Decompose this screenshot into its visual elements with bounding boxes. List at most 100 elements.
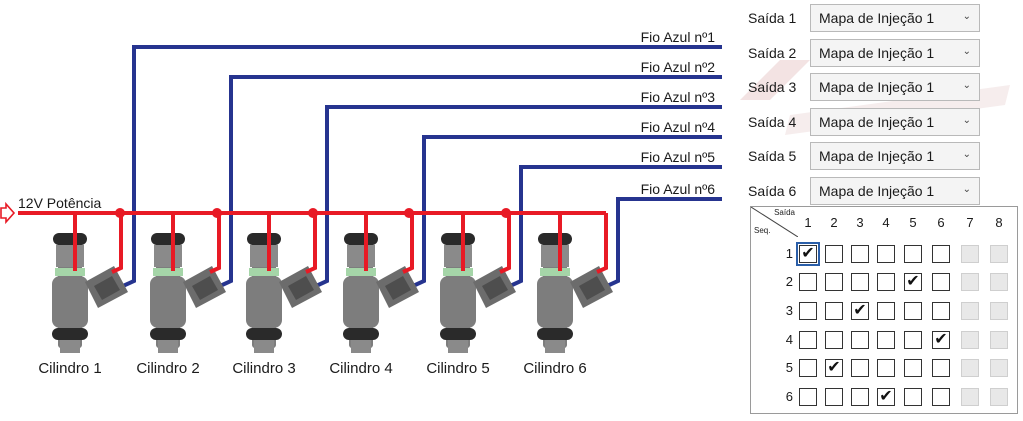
sequence-checkbox[interactable] <box>851 331 869 349</box>
grid-col-header: 1 <box>804 215 812 230</box>
injector-1 <box>52 233 128 353</box>
sequence-checkbox[interactable] <box>799 273 817 291</box>
output-label: Saída 1 <box>748 10 797 26</box>
chevron-down-icon: ⌄ <box>962 184 971 195</box>
sequence-checkbox[interactable] <box>825 245 843 263</box>
sequence-checkbox[interactable] <box>904 359 922 377</box>
sequence-checkbox[interactable] <box>904 245 922 263</box>
output-map-select[interactable]: Mapa de Injeção 1⌄ <box>810 142 980 171</box>
sequence-checkbox[interactable] <box>932 245 950 263</box>
injector-5 <box>440 233 516 353</box>
power-arrow-icon <box>0 201 16 225</box>
sequence-checkbox[interactable]: ✔ <box>825 359 843 377</box>
injector-3 <box>246 233 322 353</box>
sequence-checkbox[interactable]: ✔ <box>851 302 869 320</box>
red-connector-1 <box>111 213 123 274</box>
grid-row-header: 6 <box>785 389 793 404</box>
cylinder-label-4: Cilindro 4 <box>329 360 392 377</box>
sequence-checkbox[interactable] <box>851 359 869 377</box>
blue-wire-1 <box>122 45 722 288</box>
red-connector-5 <box>499 213 511 274</box>
grid-row-header: 4 <box>785 332 793 347</box>
cylinder-label-5: Cilindro 5 <box>426 360 489 377</box>
sequence-checkbox[interactable] <box>851 388 869 406</box>
wire-label-2: Fio Azul nº2 <box>641 59 716 75</box>
sequence-checkbox[interactable] <box>799 302 817 320</box>
sequence-checkbox[interactable] <box>877 302 895 320</box>
sequence-checkbox[interactable] <box>851 273 869 291</box>
junction-dot-5 <box>501 208 511 218</box>
output-map-select[interactable]: Mapa de Injeção 1 ⌄ <box>810 4 980 32</box>
grid-col-header: 5 <box>909 215 917 230</box>
sequence-checkbox <box>961 273 979 291</box>
sequence-checkbox <box>990 273 1008 291</box>
sequence-checkbox[interactable] <box>877 273 895 291</box>
grid-col-header: 8 <box>995 215 1003 230</box>
output-row-6: Saída 6 Mapa de Injeção 1 ⌄ <box>748 176 980 206</box>
blue-wire-6 <box>606 197 722 288</box>
sequence-checkbox <box>961 359 979 377</box>
sequence-checkbox[interactable]: ✔ <box>904 273 922 291</box>
injectors <box>52 233 613 353</box>
sequence-checkbox[interactable] <box>825 302 843 320</box>
sequence-checkbox[interactable] <box>825 331 843 349</box>
wire-label-6: Fio Azul nº6 <box>641 181 716 197</box>
sequence-checkbox[interactable] <box>825 273 843 291</box>
blue-wire-3 <box>315 105 722 288</box>
output-map-value: Mapa de Injeção 1 <box>819 148 935 165</box>
sequence-checkbox[interactable]: ✔ <box>932 331 950 349</box>
blue-wire-4 <box>412 135 722 288</box>
sequence-checkbox[interactable] <box>799 331 817 349</box>
sequence-checkbox <box>990 245 1008 263</box>
sequence-checkbox[interactable] <box>851 245 869 263</box>
sequence-checkbox[interactable] <box>932 273 950 291</box>
sequence-checkbox[interactable] <box>877 245 895 263</box>
sequence-checkbox[interactable] <box>877 359 895 377</box>
sequence-checkbox[interactable] <box>932 302 950 320</box>
sequence-checkbox[interactable] <box>825 388 843 406</box>
sequence-checkbox[interactable] <box>799 388 817 406</box>
sequence-checkbox[interactable] <box>932 359 950 377</box>
sequence-checkbox[interactable] <box>904 388 922 406</box>
blue-wire-5 <box>509 165 722 288</box>
corner-seq-label: Seq. <box>754 226 771 235</box>
output-map-select[interactable]: Mapa de Injeção 1⌄ <box>810 73 980 102</box>
output-label: Saída 6 <box>748 183 797 199</box>
output-map-value: Mapa de Injeção 1 <box>819 183 935 199</box>
red-connector-3 <box>305 213 317 274</box>
sequence-checkbox[interactable] <box>877 331 895 349</box>
sequence-checkbox[interactable] <box>904 302 922 320</box>
grid-col-header: 6 <box>937 215 945 230</box>
output-map-value: Mapa de Injeção 1 <box>819 10 935 26</box>
sequence-checkbox <box>990 331 1008 349</box>
sequence-checkbox[interactable]: ✔ <box>796 242 820 266</box>
chevron-down-icon: ⌄ <box>962 45 971 57</box>
output-map-select[interactable]: Mapa de Injeção 1 ⌄ <box>810 177 980 205</box>
injector-6 <box>537 233 613 353</box>
output-map-value: Mapa de Injeção 1 <box>819 44 935 61</box>
cylinder-label-6: Cilindro 6 <box>523 360 586 377</box>
corner-diagonal <box>751 207 798 237</box>
junction-dot-1 <box>115 208 125 218</box>
sequence-checkbox <box>990 359 1008 377</box>
sequence-checkbox[interactable] <box>799 359 817 377</box>
power-label: 12V Potência <box>18 195 101 211</box>
output-map-value: Mapa de Injeção 1 <box>819 113 935 130</box>
output-map-value: Mapa de Injeção 1 <box>819 79 935 96</box>
red-wires <box>18 208 608 274</box>
grid-corner-header: Saída Seq. <box>751 207 798 237</box>
cylinder-label-3: Cilindro 3 <box>232 360 295 377</box>
sequence-checkbox <box>990 302 1008 320</box>
sequence-checkbox[interactable]: ✔ <box>877 388 895 406</box>
sequence-checkbox[interactable] <box>904 331 922 349</box>
wire-label-3: Fio Azul nº3 <box>641 89 716 105</box>
junction-dot-3 <box>308 208 318 218</box>
sequence-checkbox[interactable] <box>932 388 950 406</box>
output-map-select[interactable]: Mapa de Injeção 1 ⌄ <box>810 38 980 67</box>
chevron-down-icon: ⌄ <box>962 11 971 22</box>
output-map-select[interactable]: Mapa de Injeção 1⌄ <box>810 107 980 136</box>
